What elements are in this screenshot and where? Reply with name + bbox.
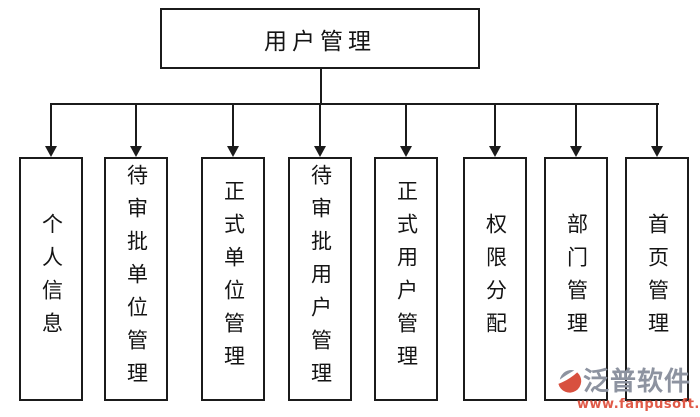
arrow-down-icon (400, 146, 412, 157)
child-node-official-unit-management: 正式单位管理 (201, 157, 265, 401)
branch-line-7 (575, 104, 577, 147)
arrow-down-icon (227, 146, 239, 157)
branch-line-6 (494, 104, 496, 147)
watermark: 泛普软件 www.fanpusoft.com (556, 368, 700, 416)
child-node-label: 首页管理 (645, 213, 670, 345)
watermark-url-text: www.fanpusoft.com (577, 397, 700, 412)
child-node-label: 待审批单位管理 (124, 163, 149, 395)
fanpu-logo-icon (558, 369, 582, 393)
child-node-personal-info: 个人信息 (19, 157, 83, 401)
branch-line-8 (656, 104, 658, 147)
branch-line-1 (50, 104, 52, 147)
child-node-label: 待审批用户管理 (308, 163, 333, 395)
watermark-brand-text: 泛普软件 (583, 366, 692, 397)
branch-line-4 (319, 104, 321, 147)
branch-line-2 (135, 104, 137, 147)
root-node-user-management: 用户管理 (160, 8, 480, 69)
child-node-homepage-management: 首页管理 (625, 157, 689, 401)
arrow-down-icon (489, 146, 501, 157)
child-node-label: 正式用户管理 (394, 180, 419, 378)
branch-line-3 (232, 104, 234, 147)
arrow-down-icon (651, 146, 663, 157)
arrow-down-icon (570, 146, 582, 157)
arrow-down-icon (130, 146, 142, 157)
child-node-label: 权限分配 (483, 213, 508, 345)
child-node-label: 部门管理 (564, 213, 589, 345)
branch-line-5 (405, 104, 407, 147)
arrow-down-icon (314, 146, 326, 157)
arrow-down-icon (45, 146, 57, 157)
connector-trunk (320, 69, 322, 104)
root-node-label: 用户管理 (264, 28, 376, 55)
child-node-label: 正式单位管理 (221, 180, 246, 378)
child-node-label: 个人信息 (39, 213, 64, 345)
child-node-official-user-management: 正式用户管理 (374, 157, 438, 401)
child-node-pending-user-management: 待审批用户管理 (288, 157, 352, 401)
connector-horizontal-rail (50, 103, 659, 105)
child-node-department-management: 部门管理 (544, 157, 608, 401)
child-node-pending-unit-management: 待审批单位管理 (104, 157, 168, 401)
child-node-permission-allocation: 权限分配 (463, 157, 527, 401)
